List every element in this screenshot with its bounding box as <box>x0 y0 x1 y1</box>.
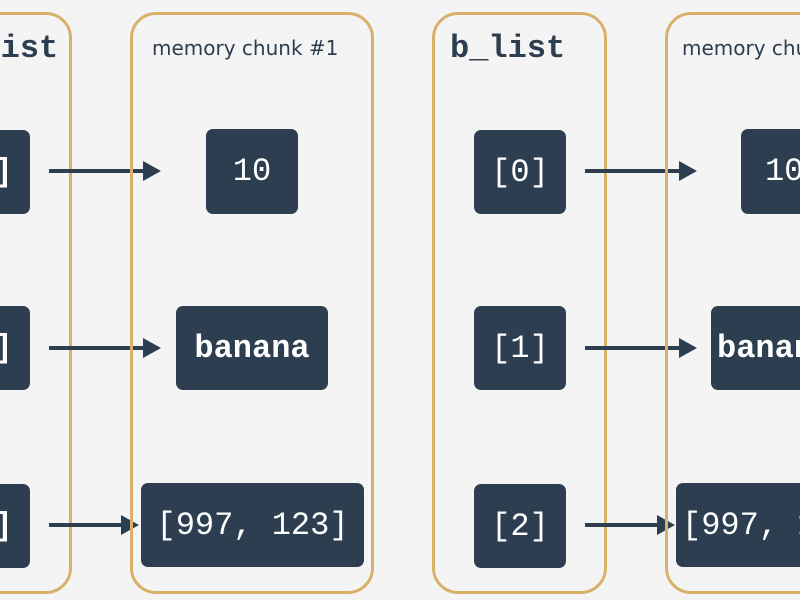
b-list-item-2: [2] <box>474 484 566 568</box>
chunk1-value-int: 10 <box>206 129 298 214</box>
a-list-arrowhead-0 <box>143 161 161 181</box>
b-list-item-0: [0] <box>474 130 566 214</box>
a-list-panel <box>0 12 72 594</box>
b-list-arrow-0 <box>585 169 681 173</box>
chunk1-value-string: banana <box>176 306 328 390</box>
b-list-arrow-1 <box>585 346 681 350</box>
chunk2-value-int: 10 <box>741 129 800 214</box>
b-list-arrowhead-0 <box>679 161 697 181</box>
b-list-panel <box>432 12 607 594</box>
a-list-item-2: [2] <box>0 484 30 568</box>
chunk2-value-list: [997, 123] <box>676 483 800 567</box>
a-list-arrow-2 <box>49 523 123 527</box>
memory-chunk-panel-1 <box>130 12 374 594</box>
chunk1-value-list: [997, 123] <box>141 483 364 567</box>
a-list-arrow-1 <box>49 346 145 350</box>
a-list-arrowhead-1 <box>143 338 161 358</box>
b-list-item-1: [1] <box>474 306 566 390</box>
b-list-title: b_list <box>450 30 566 67</box>
a-list-arrow-0 <box>49 169 145 173</box>
memory-chunk-title-1: memory chunk #1 <box>152 36 339 60</box>
memory-chunk-title-2: memory chunk #1 <box>682 36 800 60</box>
memory-chunk-panel-2 <box>665 12 800 594</box>
a-list-item-1: [1] <box>0 306 30 390</box>
a-list-item-0: [0] <box>0 130 30 214</box>
a-list-title: a_list <box>0 30 59 67</box>
b-list-arrow-2 <box>585 523 659 527</box>
b-list-arrowhead-1 <box>679 338 697 358</box>
chunk2-value-string: banana <box>711 306 800 390</box>
